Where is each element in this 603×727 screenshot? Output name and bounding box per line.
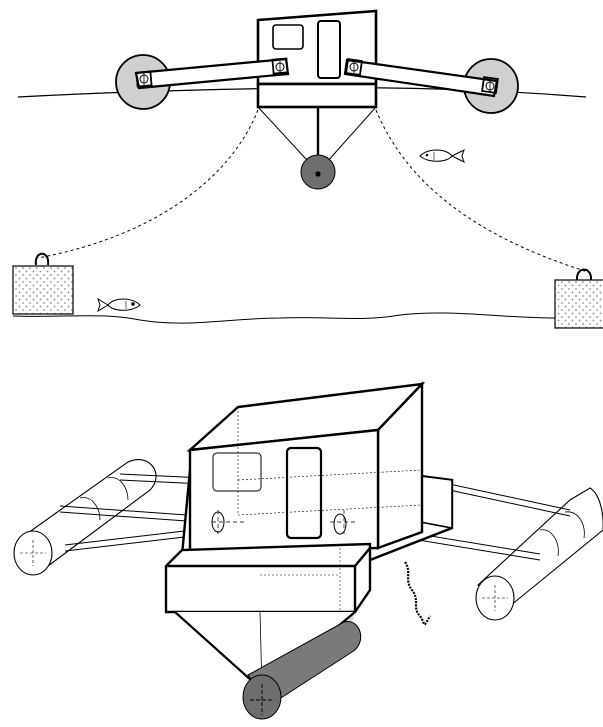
- hull: [256, 82, 378, 109]
- float-right-3d: [475, 487, 603, 621]
- cabin-3d: [186, 381, 426, 557]
- cabin-door: [317, 20, 341, 79]
- pivot-left: [211, 510, 244, 534]
- mooring-line-right: [375, 109, 589, 273]
- cabin-window: [212, 452, 262, 492]
- seabed-line: [12, 312, 556, 324]
- roller-weight-3d: [242, 621, 362, 720]
- cabin-door: [285, 446, 323, 540]
- anchor-block-icon: [554, 279, 603, 329]
- lower-hull-3d: [164, 542, 372, 614]
- anchor-block-left: [12, 252, 74, 315]
- fish-icon: [97, 297, 141, 313]
- fish-icon: [419, 149, 465, 163]
- tether-cable: [404, 561, 431, 626]
- arm-left: [134, 57, 290, 90]
- anchor-block-right: [554, 268, 603, 329]
- pivot-right: [330, 510, 356, 535]
- arms-3d: [59, 473, 571, 561]
- side-view-panel: [12, 9, 603, 329]
- float-left-3d: [13, 459, 157, 576]
- weight-icon: [300, 154, 336, 190]
- mooring-line-left: [37, 109, 259, 259]
- cabin-window: [272, 24, 304, 50]
- arm-right: [343, 58, 499, 98]
- anchor-block-icon: [12, 265, 74, 315]
- perspective-view-panel: [13, 381, 603, 720]
